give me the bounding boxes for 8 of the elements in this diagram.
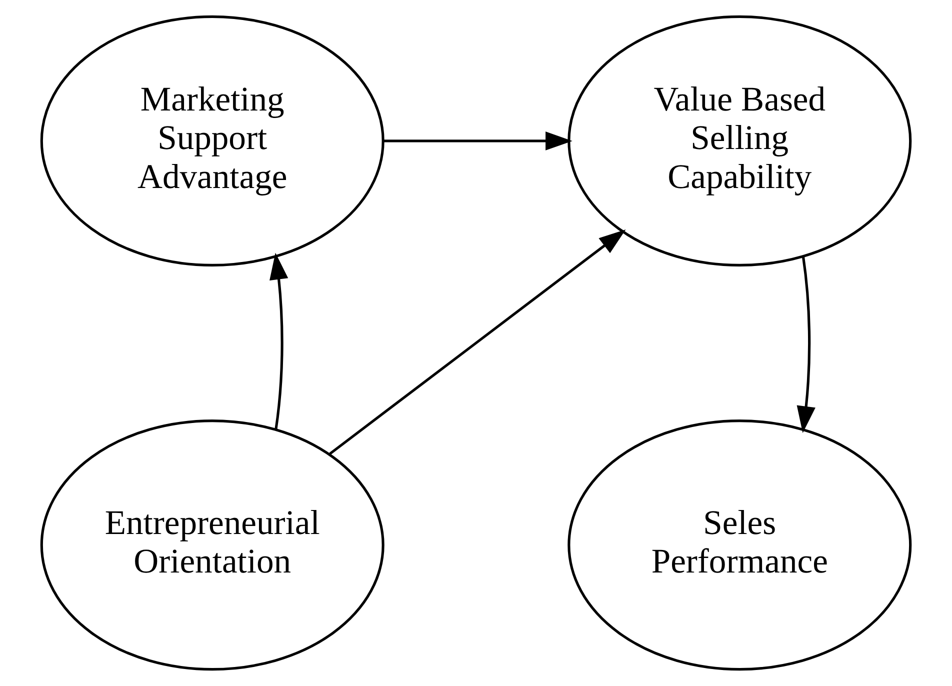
node-ellipse: Marketing Support Advantage [40, 15, 384, 266]
arrow [329, 229, 626, 455]
arrow [270, 252, 288, 430]
node-ellipse: Seles Performance [568, 420, 912, 671]
arrow [796, 256, 816, 433]
node-ellipse: Value Based Selling Capability [568, 15, 912, 266]
node-ellipse: Entrepreneurial Orientation [40, 420, 384, 671]
arrow [383, 132, 572, 150]
